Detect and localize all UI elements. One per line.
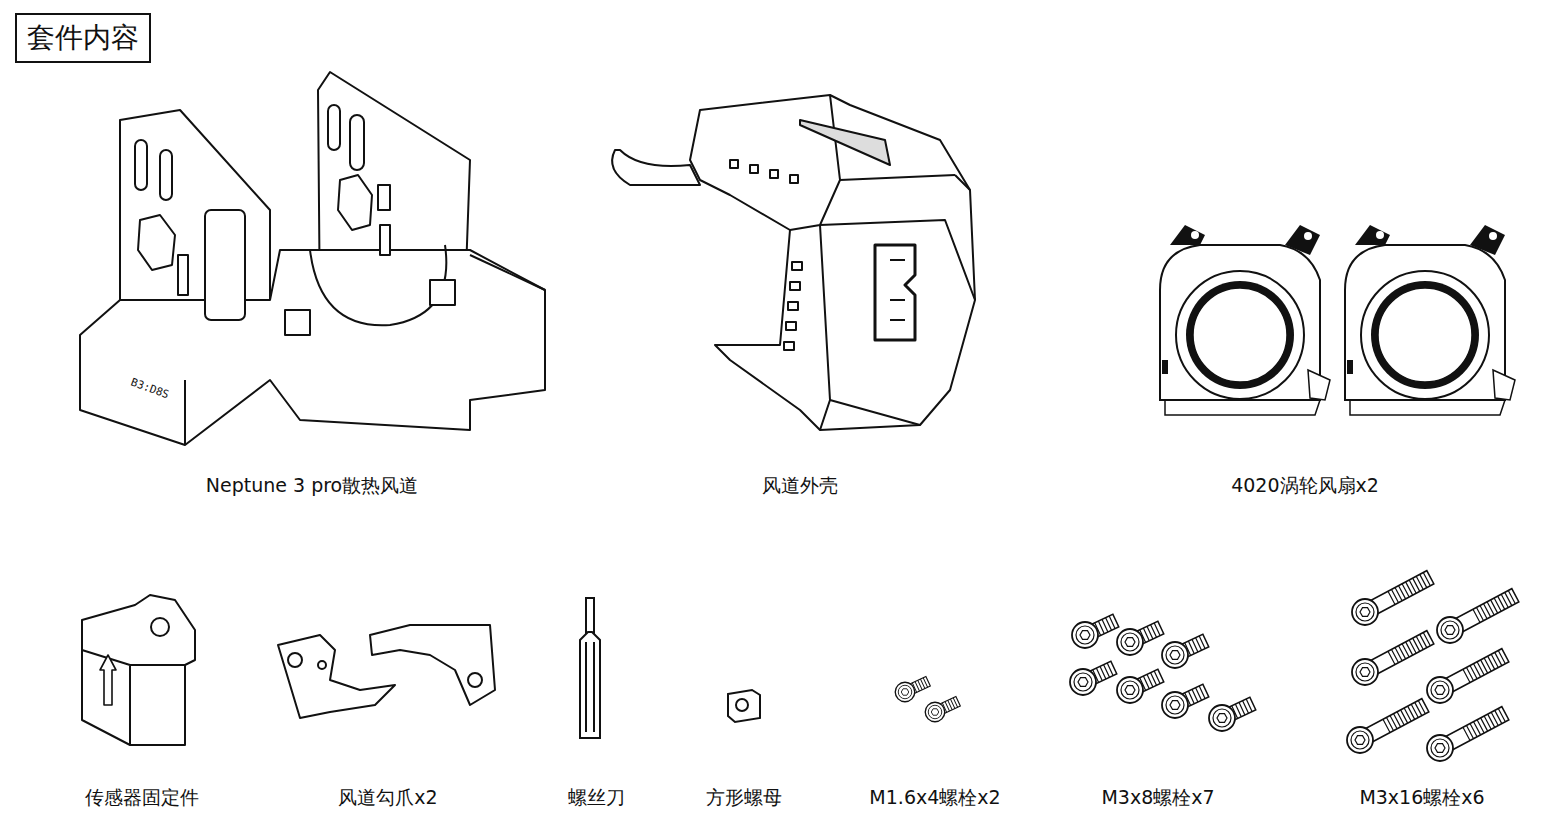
part-label: 螺丝刀 <box>566 785 627 811</box>
part-label: M3x16螺栓x6 <box>1357 785 1486 811</box>
part-label: M1.6x4螺栓x2 <box>867 785 1002 811</box>
part-label: 风道外壳 <box>760 473 840 499</box>
part-label: 传感器固定件 <box>83 785 201 811</box>
part-label: Neptune 3 pro散热风道 <box>204 473 420 499</box>
part-label: M3x8螺栓x7 <box>1099 785 1216 811</box>
part-label: 4020涡轮风扇x2 <box>1229 473 1381 499</box>
svg-text:B3:D8S: B3:D8S <box>129 376 171 402</box>
part-label: 方形螺母 <box>704 785 784 811</box>
part-label: 风道勾爪x2 <box>336 785 439 811</box>
page-title: 套件内容 <box>15 13 151 63</box>
